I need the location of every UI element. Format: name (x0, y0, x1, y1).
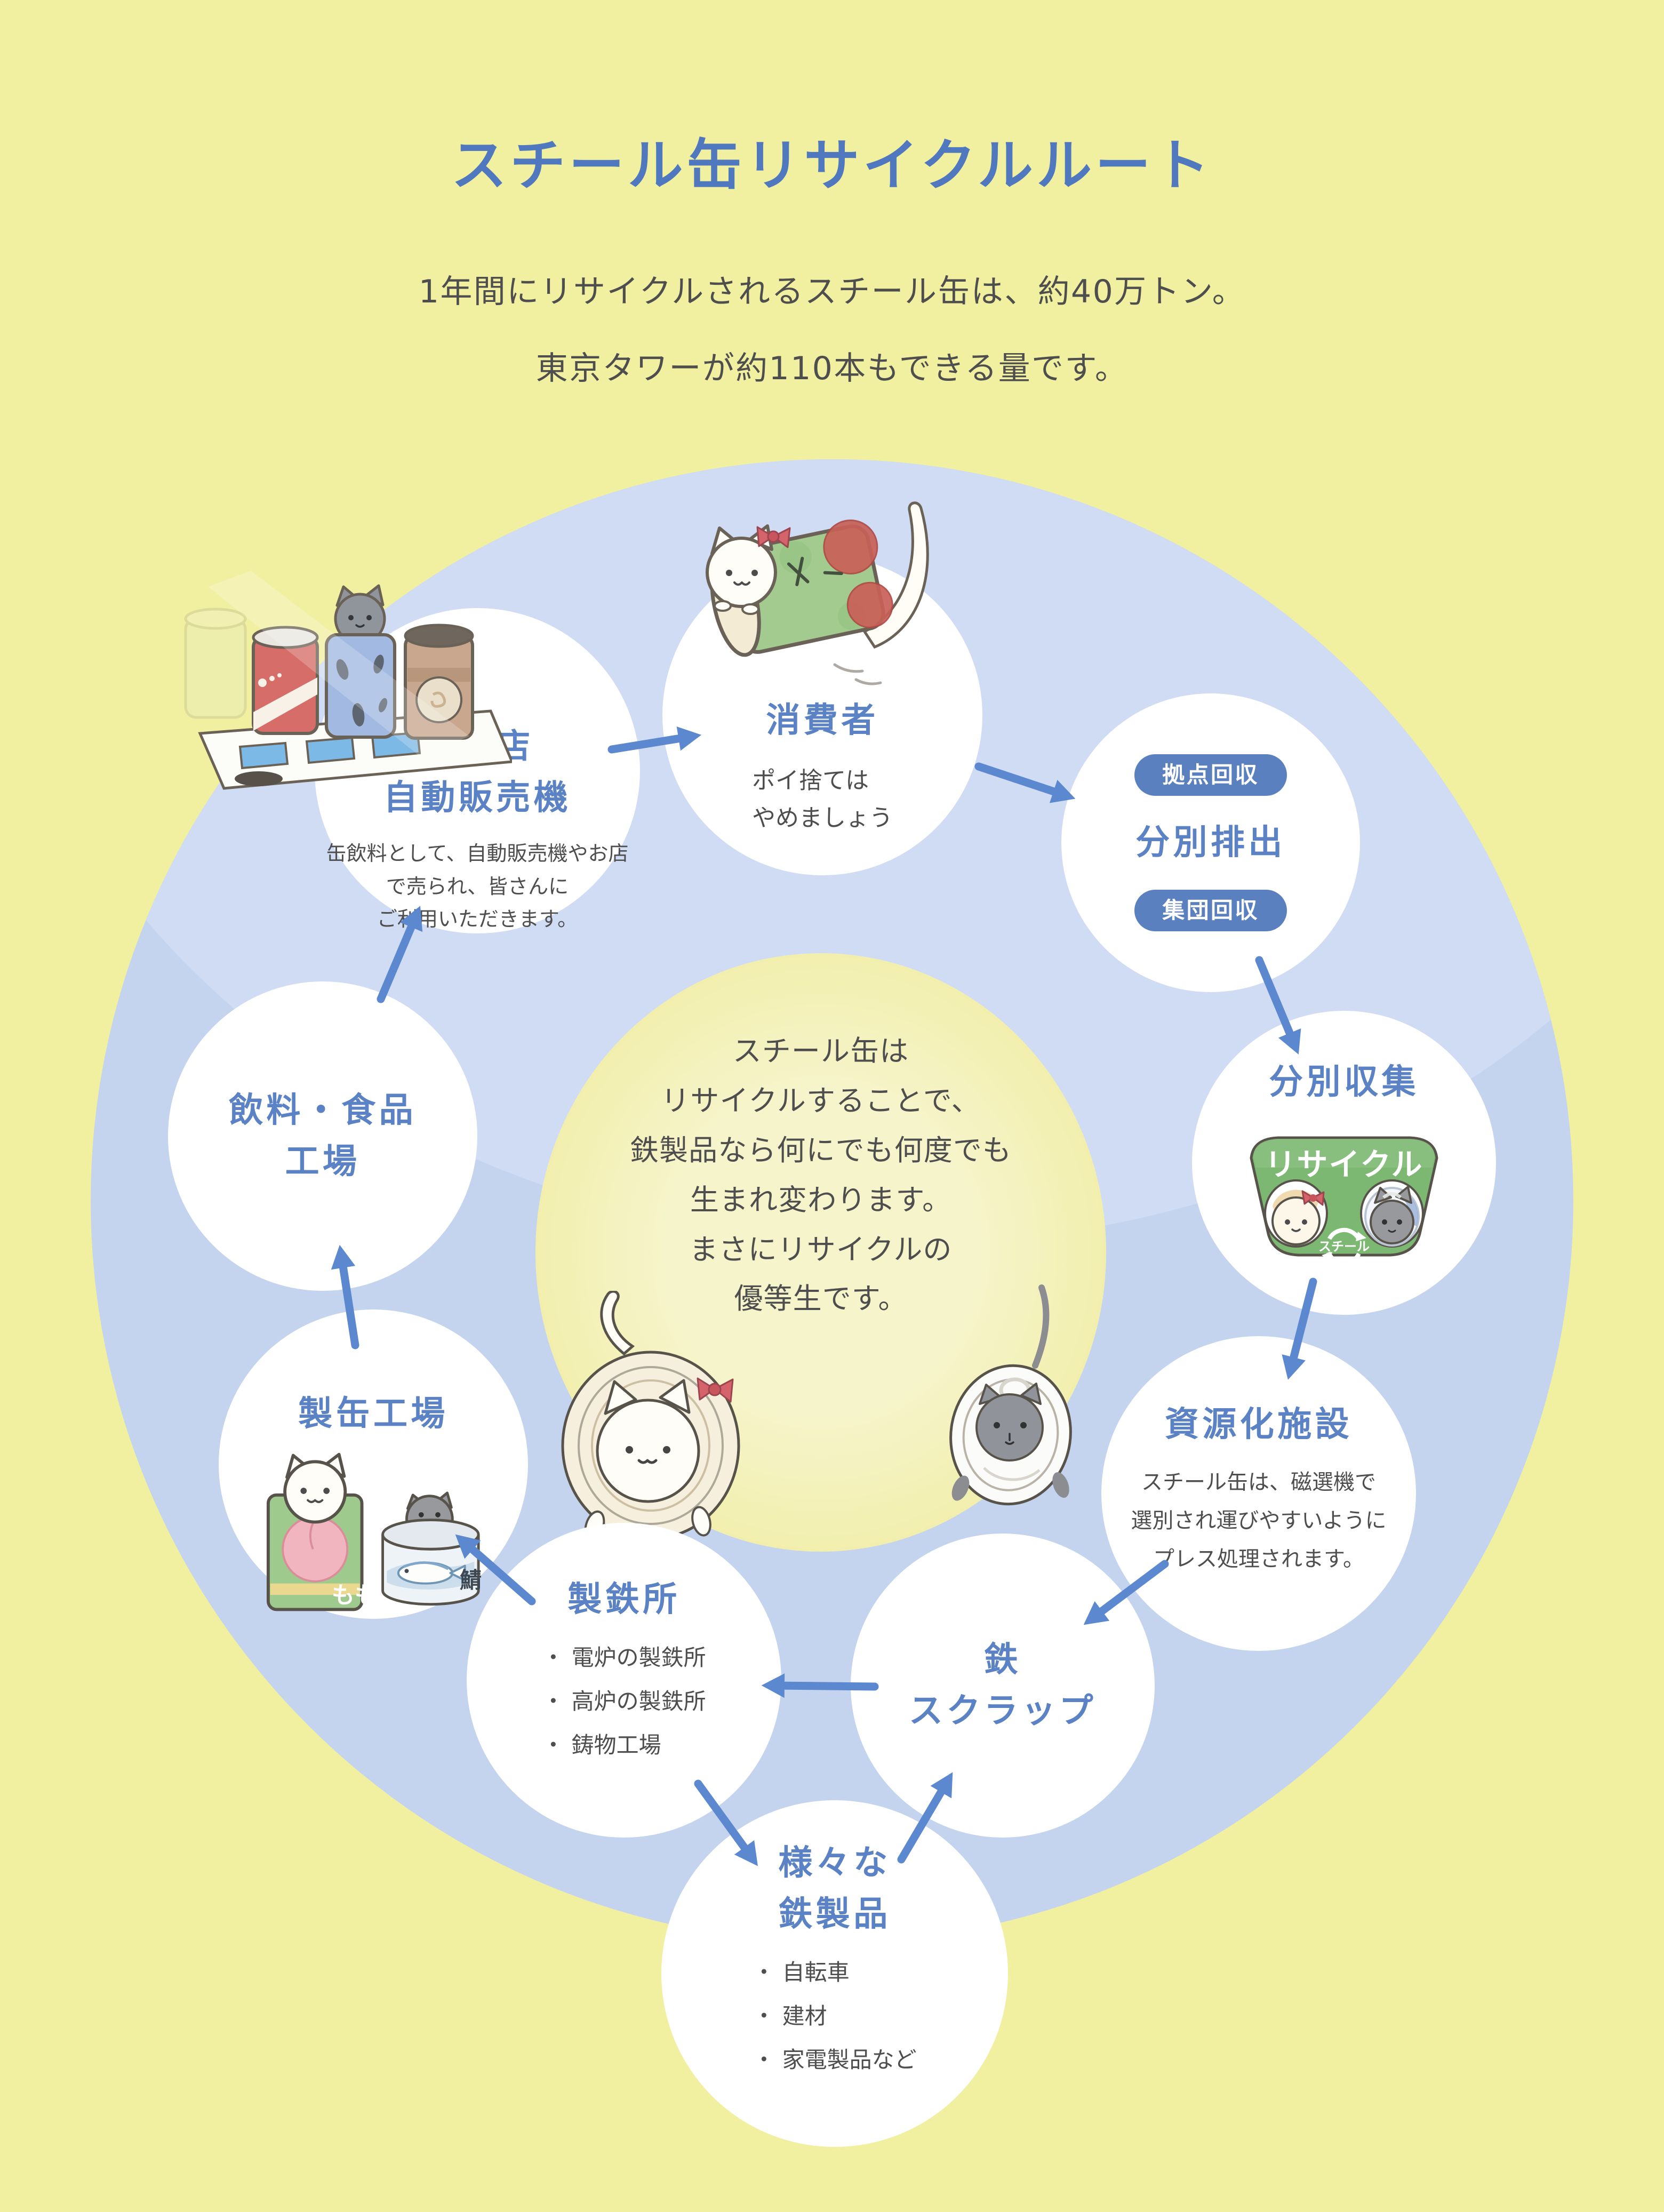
page-title: スチール缶リサイクルルート (451, 133, 1213, 198)
page-subtitle-line2: 東京タワーが約110本もできる量です。 (535, 350, 1129, 387)
bullet-item: ・ 自転車 (753, 1959, 850, 1985)
bullet-item: ・ 高炉の製鉄所 (542, 1688, 706, 1714)
badge-base-collection: 拠点回収 (1134, 754, 1287, 796)
recycle-bin-icon: リサイクル スチール (1250, 1136, 1438, 1265)
bullet-item: ・ 鋳物工場 (542, 1731, 661, 1758)
node-various-iron-products: 様々な 鉄製品 ・ 自転車 ・ 建材 ・ 家電製品など (661, 1800, 1008, 2147)
node-beverage-title-line: 飲料・食品 (229, 1091, 417, 1130)
node-consumer-body: ポイ捨ては やめましょう (752, 762, 893, 836)
peach-can-label: もも (332, 1583, 378, 1609)
node-retail-body: 缶飲料として、自動販売機やお店 で売られ、皆さんに ご利用いただきます。 (326, 837, 629, 936)
bullet-item: ・ 家電製品など (753, 2046, 917, 2073)
bullet-item: ・ 建材 (753, 2002, 827, 2029)
node-beverage-title-line: 工場 (285, 1142, 361, 1181)
node-retail-body-line: 缶飲料として、自動販売機やお店 (326, 842, 629, 865)
node-steel-mill: 製鉄所 ・ 電炉の製鉄所 ・ 高炉の製鉄所 ・ 鋳物工場 (467, 1523, 781, 1838)
node-iron-scrap-title-line: 鉄 (983, 1640, 1022, 1680)
node-iron-scrap-title-line: スクラップ (909, 1691, 1097, 1731)
node-consumer-body-line: ポイ捨ては (752, 767, 869, 794)
node-retail-body-line: ご利用いただきます。 (377, 907, 578, 931)
steel-mark-label: スチール (1318, 1239, 1370, 1254)
center-line: 鉄製品なら何にでも何度でも (629, 1133, 1012, 1167)
node-beverage-food-factory: 飲料・食品 工場 (168, 981, 477, 1291)
node-resource-facility: 資源化施設 スチール缶は、磁選機で 選別され運びやすいように プレス処理されます… (1101, 1336, 1416, 1651)
node-can-factory-title: 製缶工場 (298, 1394, 449, 1434)
node-various-iron-products-bullets: ・ 自転車 ・ 建材 ・ 家電製品など (753, 1951, 916, 2082)
center-line: まさにリサイクルの (689, 1232, 953, 1266)
node-resource-facility-body: スチール缶は、磁選機で 選別され運びやすいように プレス処理されます。 (1131, 1463, 1386, 1578)
center-line: スチール缶は (732, 1034, 909, 1068)
page-subtitle-line1: 1年間にリサイクルされるスチール缶は、約40万トン。 (418, 273, 1246, 310)
center-line: 優等生です。 (734, 1282, 908, 1316)
bullet-item: ・ 電炉の製鉄所 (542, 1644, 706, 1671)
center-line: 生まれ変わります。 (690, 1183, 952, 1217)
node-sorted-discharge-title: 分別排出 (1135, 823, 1286, 863)
node-various-iron-products-title-line: 様々な (778, 1843, 891, 1883)
node-resource-body-line: スチール缶は、磁選機で (1141, 1470, 1376, 1495)
node-sorted-collection: 分別収集 リサイクル スチール (1192, 1011, 1496, 1315)
node-steel-mill-title: 製鉄所 (567, 1580, 681, 1619)
node-consumer-title: 消費者 (766, 701, 879, 740)
fish-can-label: 鯖 (460, 1567, 482, 1593)
node-steel-mill-bullets: ・ 電炉の製鉄所 ・ 高炉の製鉄所 ・ 鋳物工場 (542, 1636, 706, 1767)
node-can-factory: 製缶工場 もも 鯖 (219, 1309, 528, 1619)
node-retail-body-line: で売られ、皆さんに (386, 874, 569, 898)
white-cat-in-can-lid-illustration (561, 1291, 740, 1541)
badge-group-collection: 集団回収 (1134, 890, 1287, 931)
recycle-bin-label: リサイクル (1265, 1146, 1423, 1183)
gray-cat-in-cup-illustration (949, 1284, 1072, 1506)
node-resource-body-line: 選別され運びやすいように (1131, 1508, 1387, 1533)
node-consumer-body-line: やめましょう (752, 804, 893, 832)
node-retail-title-line: 自動販売機 (383, 778, 571, 818)
node-sorted-collection-title: 分別収集 (1269, 1063, 1419, 1102)
node-resource-facility-title: 資源化施設 (1165, 1405, 1353, 1444)
node-various-iron-products-title-line: 鉄製品 (778, 1895, 891, 1934)
canned-goods-icon: もも 鯖 (266, 1452, 482, 1611)
node-resource-body-line: プレス処理されます。 (1153, 1547, 1364, 1571)
node-iron-scrap: 鉄 スクラップ (851, 1534, 1155, 1838)
center-message: スチール缶は リサイクルすることで、 鉄製品なら何にでも何度でも 生まれ変わりま… (535, 1027, 1106, 1324)
cat-in-tomato-can-illustration (706, 501, 929, 685)
center-line: リサイクルすることで、 (661, 1083, 981, 1117)
vending-machine-cans-illustration (184, 571, 512, 790)
node-sorted-discharge: 拠点回収 分別排出 集団回収 (1061, 693, 1360, 992)
